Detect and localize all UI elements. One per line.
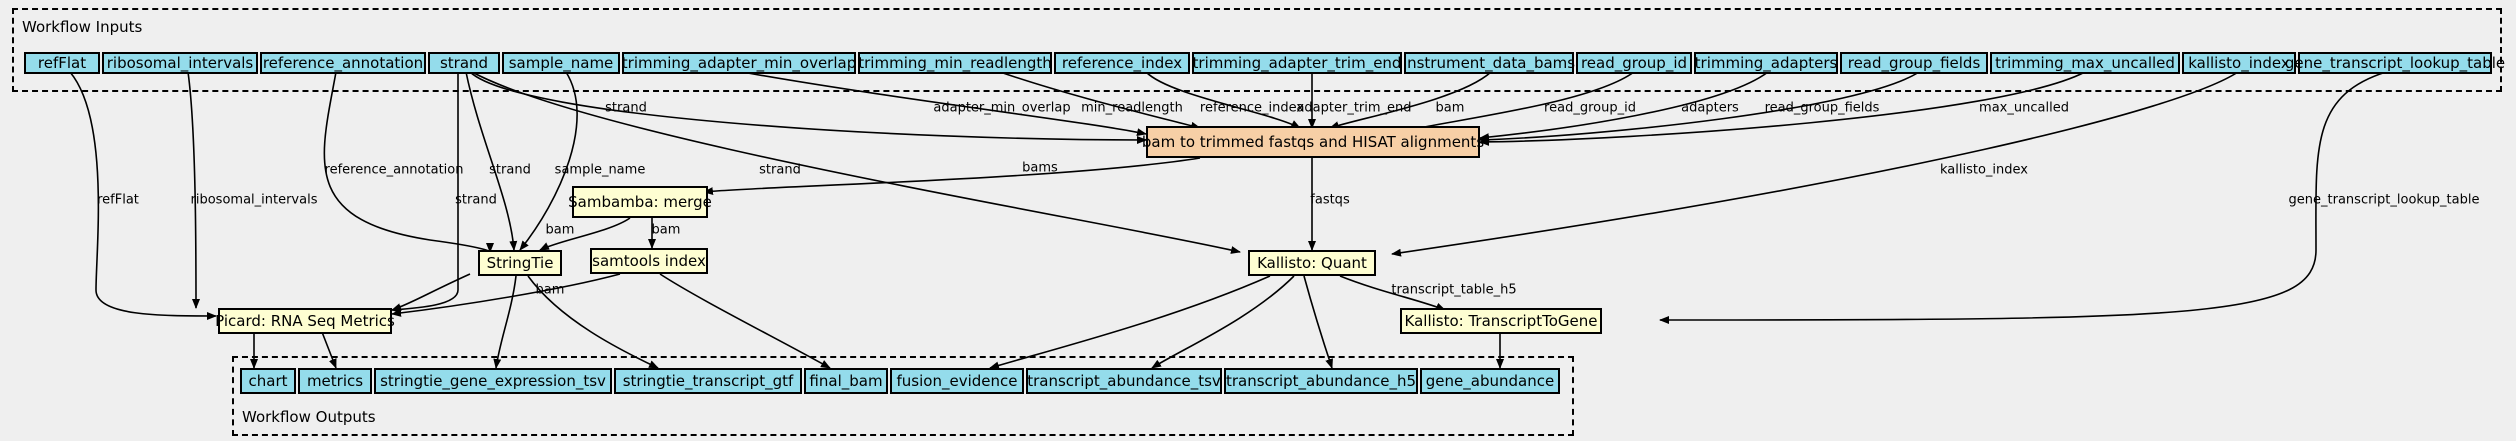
input-ribosomal-intervals[interactable]: ribosomal_intervals xyxy=(102,52,258,74)
edge-label-strand-main: strand xyxy=(605,100,647,116)
edge-label-read-group-fields: read_group_fields xyxy=(1764,100,1880,116)
output-metrics[interactable]: metrics xyxy=(298,368,372,394)
output-fusion-evidence[interactable]: fusion_evidence xyxy=(890,368,1024,394)
input-trimming-min-readlength[interactable]: trimming_min_readlength xyxy=(858,52,1052,74)
edge-reference-annotation xyxy=(323,71,494,253)
edge-merge-stringtie xyxy=(539,217,631,251)
edge-final-bam xyxy=(659,273,831,369)
edge-fusion xyxy=(989,275,1271,370)
edge-label-reference-index: reference_index xyxy=(1199,100,1305,116)
edge-stringtie-picard xyxy=(391,273,471,311)
edge-label-strand-stringtie: strand xyxy=(489,162,531,178)
edge-label-fastqs: fastqs xyxy=(1310,192,1350,208)
edge-adapter-min-overlap xyxy=(741,71,1147,137)
step-sambamba-merge[interactable]: Sambamba: merge xyxy=(568,186,712,218)
step-stringtie[interactable]: StringTie xyxy=(478,250,562,276)
input-trimming-adapters[interactable]: trimming_adapters xyxy=(1694,52,1838,74)
edge-label-strand-picard: strand xyxy=(455,192,497,208)
output-chart[interactable]: chart xyxy=(240,368,296,394)
edge-ta-h5 xyxy=(1303,275,1333,369)
edge-gene-expr xyxy=(493,275,517,369)
edge-label-reference-annotation: reference_annotation xyxy=(324,162,464,178)
output-stringtie-gene-expression-tsv[interactable]: stringtie_gene_expression_tsv xyxy=(374,368,612,394)
step-picard-rna-seq-metrics[interactable]: Picard: RNA Seq Metrics xyxy=(215,308,395,334)
edge-metrics xyxy=(321,331,337,369)
input-kallisto-index[interactable]: kallisto_index xyxy=(2182,52,2296,74)
input-read-group-id[interactable]: read_group_id xyxy=(1576,52,1692,74)
input-trimming-adapter-min-overlap[interactable]: trimming_adapter_min_overlap xyxy=(621,52,857,74)
input-trimming-max-uncalled[interactable]: trimming_max_uncalled xyxy=(1990,52,2180,74)
edge-strand-kallisto xyxy=(471,71,1241,254)
edge-label-strand-kallisto: strand xyxy=(759,162,801,178)
edge-ta-tsv xyxy=(1151,275,1295,369)
edge-label-bams: bams xyxy=(1022,160,1058,176)
edge-label-adapter-trim-end: adapter_trim_end xyxy=(1296,100,1412,116)
edge-transcript-gtf xyxy=(527,275,659,369)
output-transcript-abundance-tsv[interactable]: transcript_abundance_tsv xyxy=(1026,368,1222,394)
input-trimming-adapter-trim-end[interactable]: trimming_adapter_trim_end xyxy=(1192,52,1402,74)
edge-label-merge-index: bam xyxy=(651,222,681,238)
edge-strand-picard xyxy=(391,71,459,314)
edge-label-max-uncalled: max_uncalled xyxy=(1979,100,2069,116)
workflow-outputs-cluster xyxy=(232,356,1574,436)
edge-adapters xyxy=(1479,71,1769,142)
edge-read-group-fields xyxy=(1479,71,1920,144)
input-reference-annotation[interactable]: reference_annotation xyxy=(260,52,426,74)
edge-label-bam: bam xyxy=(1435,100,1465,116)
output-transcript-abundance-h5[interactable]: transcript_abundance_h5 xyxy=(1224,368,1418,394)
input-read-group-fields[interactable]: read_group_fields xyxy=(1840,52,1988,74)
edge-label-gene-transcript-lookup-table: gene_transcript_lookup_table xyxy=(2288,192,2480,208)
edge-label-index-picard: bam xyxy=(535,282,565,298)
edge-bam xyxy=(1329,71,1492,129)
input-reference-index[interactable]: reference_index xyxy=(1054,52,1190,74)
edge-lookup-table xyxy=(1659,71,2387,324)
input-refflat[interactable]: refFlat xyxy=(24,52,100,74)
edge-label-sample-name: sample_name xyxy=(554,162,646,178)
edge-index-picard xyxy=(391,273,621,317)
edge-label-kallisto-index: kallisto_index xyxy=(1940,162,2028,178)
edge-label-min-readlength: min_readlength xyxy=(1081,100,1183,116)
edge-reference-index xyxy=(1145,71,1301,129)
workflow-outputs-label: Workflow Outputs xyxy=(242,408,376,426)
edge-label-ribosomal-intervals: ribosomal_intervals xyxy=(190,192,318,208)
step-bam-to-trimmed-fastqs[interactable]: bam to trimmed fastqs and HISAT alignmen… xyxy=(1142,126,1484,158)
input-instrument-data-bams[interactable]: instrument_data_bams xyxy=(1402,52,1576,74)
edge-refflat xyxy=(69,71,217,320)
edge-label-adapter-min-overlap: adapter_min_overlap xyxy=(933,100,1071,116)
edge-label-transcript-table-h5: transcript_table_h5 xyxy=(1391,282,1517,298)
workflow-inputs-label: Workflow Inputs xyxy=(22,18,143,36)
workflow-inputs-cluster xyxy=(12,8,2502,92)
output-final-bam[interactable]: final_bam xyxy=(804,368,888,394)
edge-max-uncalled xyxy=(1479,71,2086,146)
edge-min-readlength xyxy=(999,71,1201,130)
step-kallisto-quant[interactable]: Kallisto: Quant xyxy=(1248,250,1376,276)
edge-label-read-group-id: read_group_id xyxy=(1544,100,1636,116)
edge-ribosomal xyxy=(187,71,200,309)
edge-kallisto-index xyxy=(1391,71,2239,257)
edge-h5 xyxy=(1339,275,1446,311)
input-sample-name[interactable]: sample_name xyxy=(502,52,620,74)
input-strand[interactable]: strand xyxy=(428,52,500,74)
input-gene-transcript-lookup-table[interactable]: gene_transcript_lookup_table xyxy=(2284,52,2506,74)
edge-label-merge-stringtie: bam xyxy=(545,222,575,238)
step-samtools-index[interactable]: samtools index xyxy=(590,248,708,274)
edge-bams xyxy=(703,157,1201,196)
output-stringtie-transcript-gtf[interactable]: stringtie_transcript_gtf xyxy=(614,368,802,394)
output-gene-abundance[interactable]: gene_abundance xyxy=(1420,368,1560,394)
edge-label-adapters: adapters xyxy=(1681,100,1739,116)
edge-strand-stringtie xyxy=(465,71,518,251)
step-kallisto-transcripttogene[interactable]: Kallisto: TranscriptToGene xyxy=(1400,308,1602,334)
edge-label-refflat: refFlat xyxy=(97,192,139,208)
